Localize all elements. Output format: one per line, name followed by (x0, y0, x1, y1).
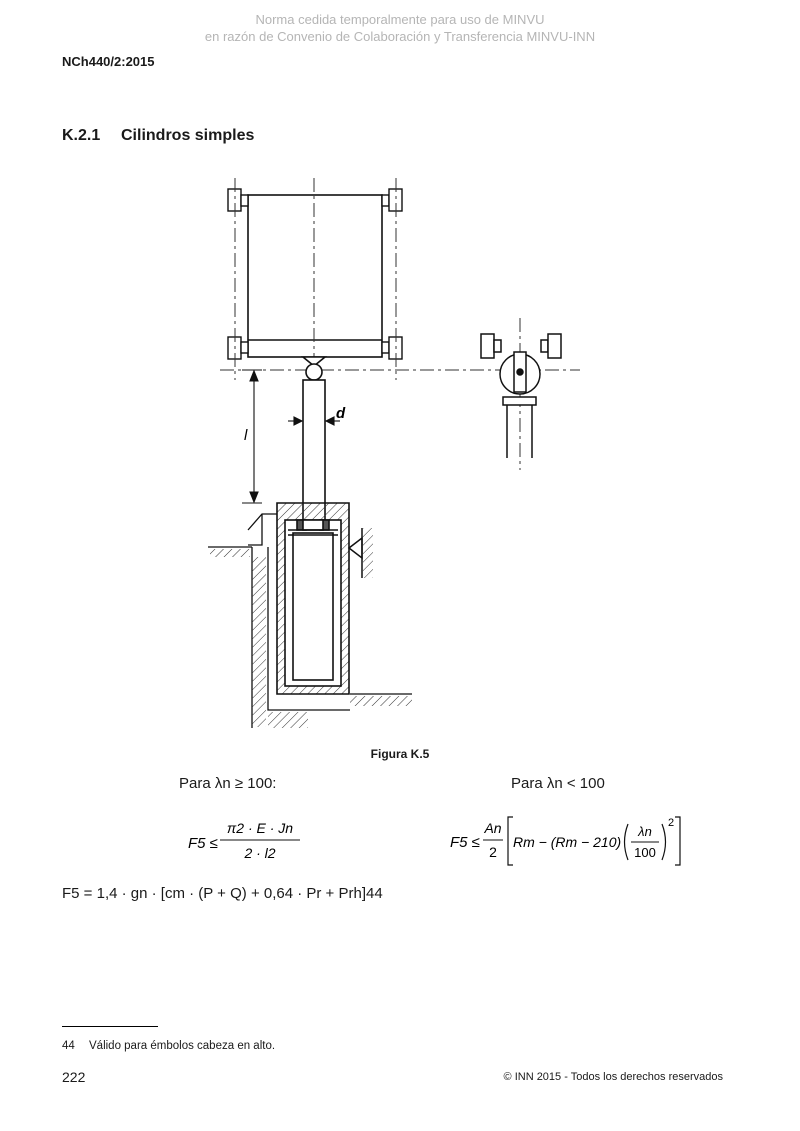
formula-right-left-bracket (507, 816, 513, 866)
formula-right-lhs: F5 ≤ (450, 834, 480, 851)
formula-bottom: F5 = 1,4 · gn · [cm · (P + Q) + 0,64 · P… (62, 885, 383, 902)
formula-right-right-bracket (675, 816, 681, 866)
footnote-rule (62, 1026, 158, 1027)
cylinder (276, 502, 350, 695)
car-frame (247, 194, 383, 358)
standard-code: NCh440/2:2015 (62, 54, 155, 69)
watermark-line-2: en razón de Convenio de Colaboración y T… (204, 29, 596, 44)
label-l: l (244, 427, 248, 444)
dimension-l (242, 369, 262, 504)
footnote-number: 44 (62, 1040, 75, 1052)
formula-right-frac-num: An (483, 820, 501, 836)
section-heading: K.2.1 Cilindros simples (62, 127, 254, 145)
formula-left: F5 ≤ π2 · E · Jn 2 · l2 (188, 820, 300, 861)
formula-right-inner-num: λn (637, 824, 652, 839)
watermark-line-1: Norma cedida temporalmente para uso de M… (255, 12, 545, 27)
condition-left: Para λn ≥ 100: (179, 775, 277, 792)
formula-right: F5 ≤ An 2 Rm − (Rm − 210) λn 100 2 (450, 816, 681, 866)
dimension-d (288, 416, 340, 426)
formula-right-frac-den: 2 (489, 844, 497, 860)
footnote-text: Válido para émbolos cabeza en alto. (89, 1040, 276, 1052)
condition-right: Para λn < 100 (511, 775, 605, 792)
formula-right-inner-den: 100 (634, 845, 656, 860)
figure-caption: Figura K.5 (370, 747, 430, 761)
side-view-detail (480, 333, 562, 458)
formula-left-numerator: π2 · E · Jn (227, 820, 293, 836)
piston-rod (300, 356, 328, 523)
formula-right-open-paren (623, 823, 629, 861)
ground-hatching (208, 513, 412, 728)
formula-right-close-paren (661, 823, 667, 861)
figure-k5-drawing: l d (208, 178, 580, 728)
copyright-notice: © INN 2015 - Todos los derechos reservad… (503, 1071, 723, 1083)
page-number: 222 (62, 1069, 86, 1085)
section-title: Cilindros simples (121, 127, 255, 144)
fixed-support (347, 528, 373, 578)
guide-shoes (227, 188, 403, 360)
label-d: d (336, 405, 346, 422)
formula-left-lhs: F5 ≤ (188, 835, 218, 852)
formula-right-body: Rm − (Rm − 210) (513, 834, 621, 850)
formula-left-denominator: 2 · l2 (243, 845, 275, 861)
section-number: K.2.1 (62, 127, 101, 144)
footnote: 44 Válido para émbolos cabeza en alto. (62, 1040, 275, 1052)
formula-right-exponent: 2 (668, 817, 674, 829)
